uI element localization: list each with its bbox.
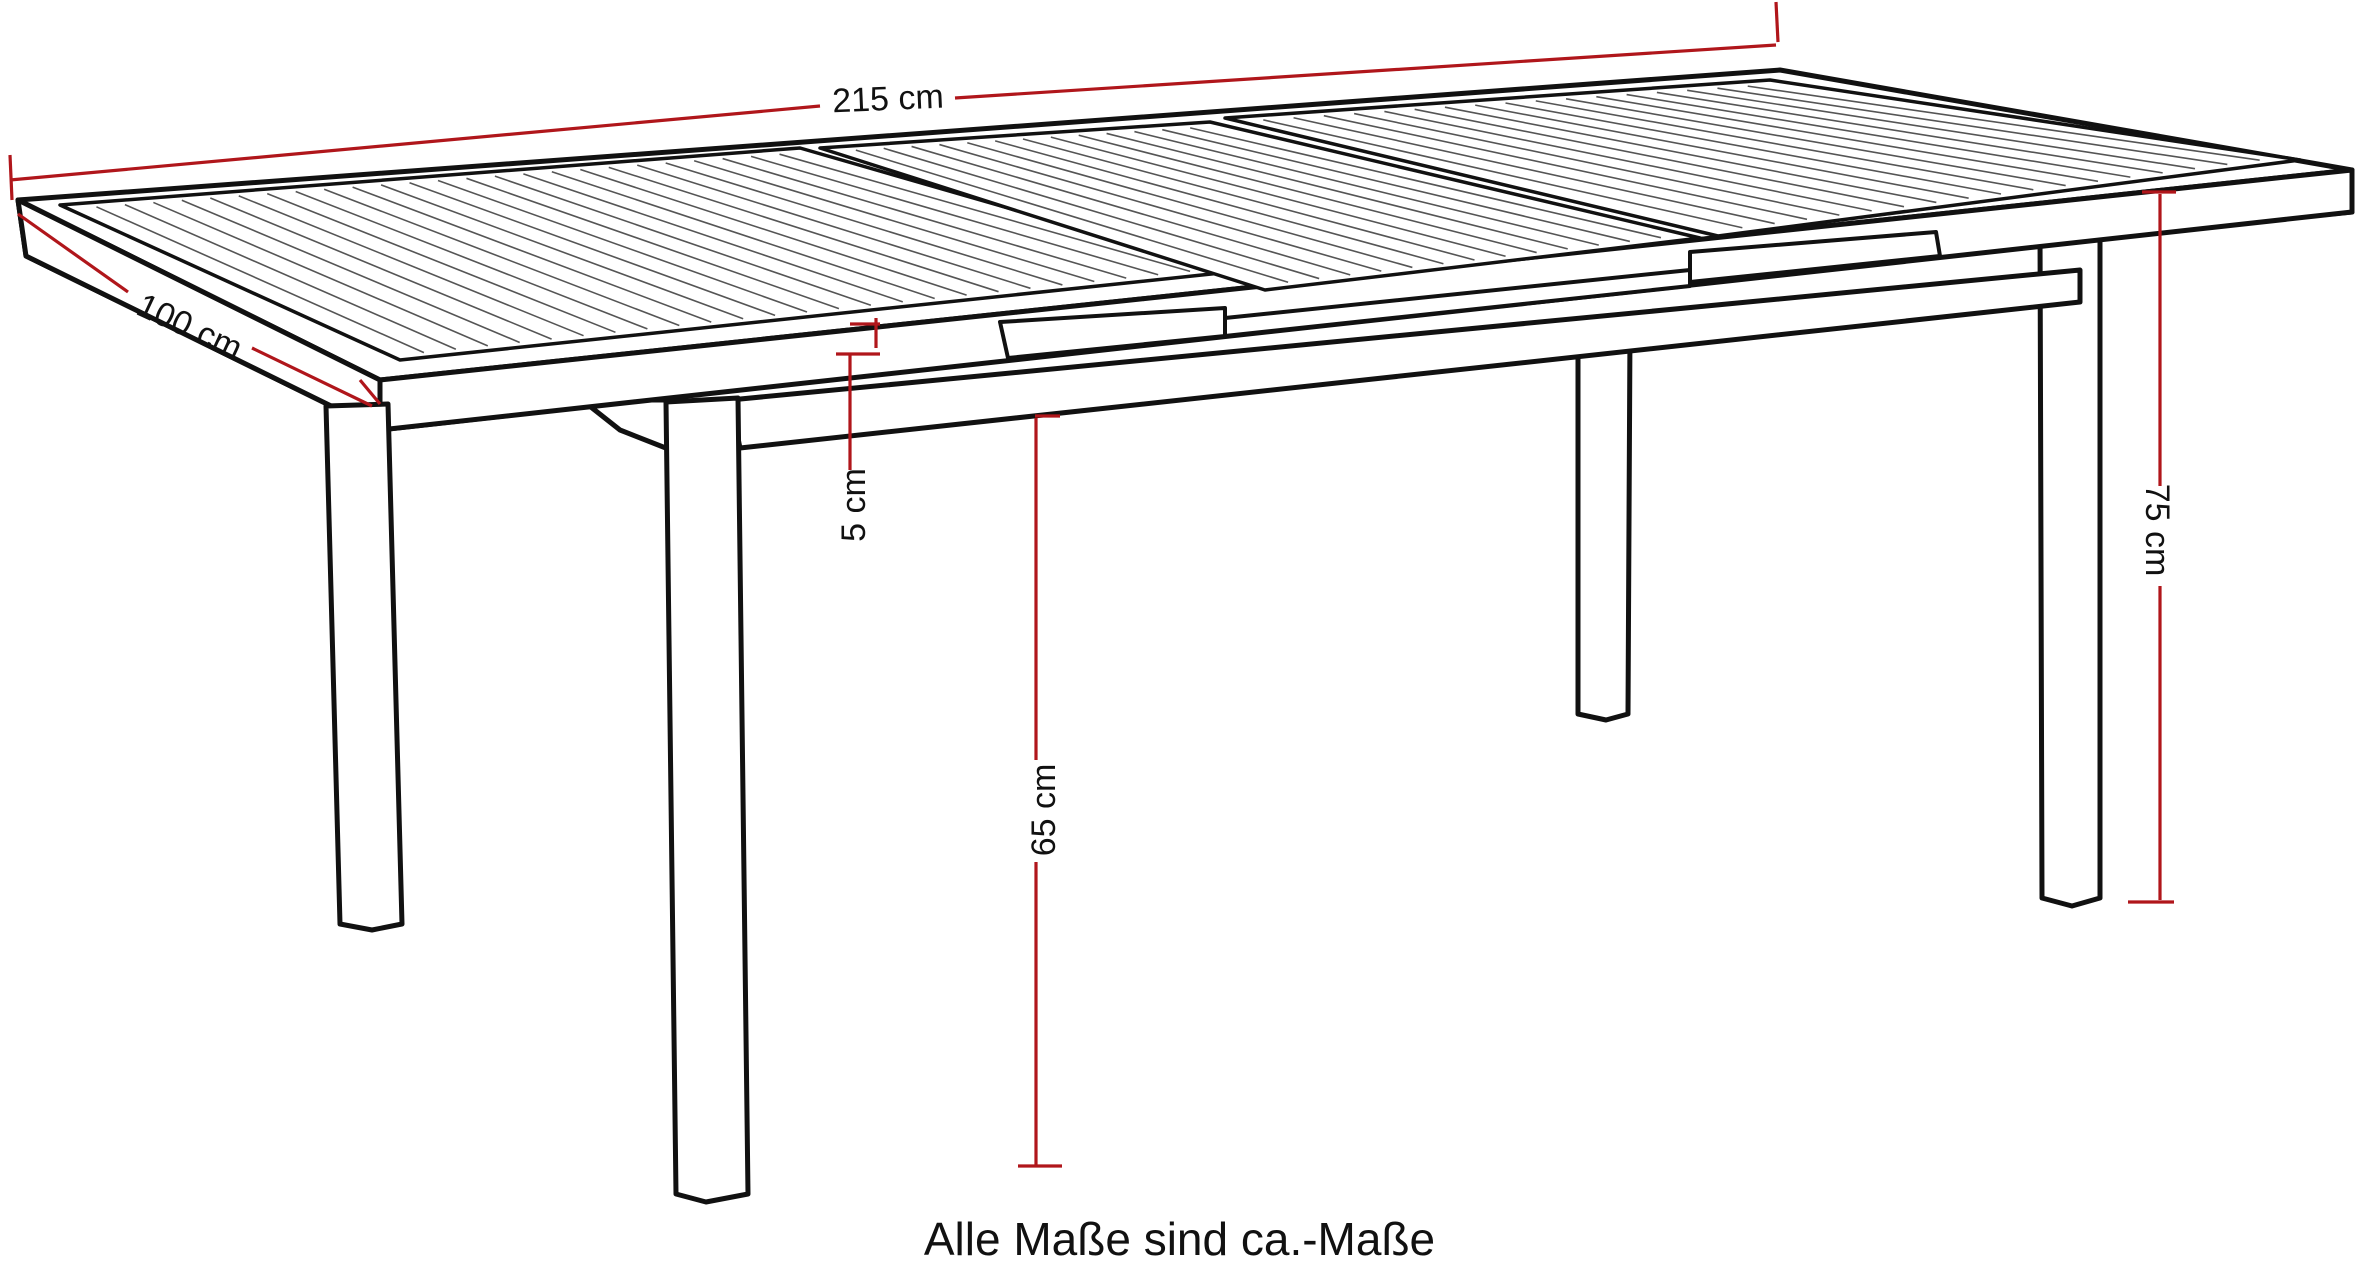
slat-line (1106, 132, 1568, 250)
slat-line (1687, 89, 2196, 170)
slat-line (494, 175, 872, 306)
dimension-lines (8, 1, 2176, 1168)
slat-line (1384, 110, 1872, 212)
slat-line (1717, 87, 2228, 166)
slat-line (1475, 104, 1969, 200)
dimension-clearance-label: 65 cm (1025, 764, 1063, 857)
slat-line (1022, 138, 1475, 261)
slat-line (1353, 112, 1840, 216)
slat-line (523, 173, 904, 303)
slat-line (1323, 114, 1808, 221)
slat-line (1078, 134, 1537, 254)
slat-line (1535, 100, 2034, 191)
slat-line (1162, 128, 1631, 243)
slat-line (911, 145, 1351, 276)
slat-line (855, 149, 1289, 284)
slat-line (124, 203, 457, 350)
slat-line (636, 164, 1031, 290)
slat-line (181, 199, 521, 344)
slat-line (1505, 102, 2002, 195)
back-right-leg (1575, 327, 1633, 723)
slat-line (665, 162, 1063, 286)
slat-line (153, 201, 489, 347)
slat-line (380, 184, 744, 320)
dimension-depth-line (251, 346, 373, 408)
panel-slats (96, 85, 2260, 354)
slat-line (608, 166, 999, 293)
slat-line (466, 177, 840, 310)
slat-line (994, 140, 1444, 265)
slat-line (437, 179, 808, 313)
slat-line (295, 190, 648, 330)
front-right-leg (663, 395, 751, 1205)
slat-line (967, 141, 1413, 269)
back-far-right-leg (2037, 221, 2103, 909)
slat-line (1263, 119, 1743, 229)
slat-line (238, 195, 584, 337)
slat-line (1050, 136, 1506, 258)
dimension-depth-line (17, 212, 129, 294)
extension-middle-block (1223, 268, 1692, 338)
slat-line (551, 170, 935, 300)
front-left-leg (323, 401, 405, 933)
slat-line (693, 160, 1095, 283)
slat-line (1134, 130, 1599, 246)
slat-line (580, 168, 967, 296)
slat-line (1596, 95, 2099, 183)
dimension-length-tick (8, 154, 14, 201)
slat-line (1565, 97, 2066, 187)
dimension-length-tick (1774, 1, 1780, 43)
slat-line (1656, 91, 2163, 174)
panel-right (1223, 78, 2302, 238)
slat-line (409, 181, 776, 317)
slat-line (883, 147, 1320, 280)
slat-line (1189, 127, 1662, 239)
slat-line (1747, 85, 2260, 162)
slat-line (352, 186, 712, 323)
slat-line (1414, 108, 1905, 208)
dimension-depth-tick (358, 378, 382, 406)
slat-line (266, 192, 616, 334)
slat-line (722, 157, 1127, 279)
slat-line (750, 155, 1159, 276)
dimension-length-line (9, 104, 821, 182)
slat-line (96, 206, 425, 354)
slat-line (1293, 116, 1775, 225)
dimensions-note: Alle Maße sind ca.-Maße (923, 1213, 1436, 1265)
slat-line (1626, 93, 2131, 178)
dimension-total-height-label: 75 cm (2138, 484, 2176, 577)
slat-line (1444, 106, 1937, 204)
slat-line (779, 153, 1191, 273)
dimension-length-line (954, 43, 1777, 100)
slat-line (323, 188, 680, 327)
panel-middle (818, 120, 1702, 292)
dimension-frame-height-label: 5 cm (835, 468, 873, 542)
dimension-length-label: 215 cm (831, 78, 944, 121)
slat-line (939, 143, 1382, 272)
slat-line (210, 197, 552, 340)
